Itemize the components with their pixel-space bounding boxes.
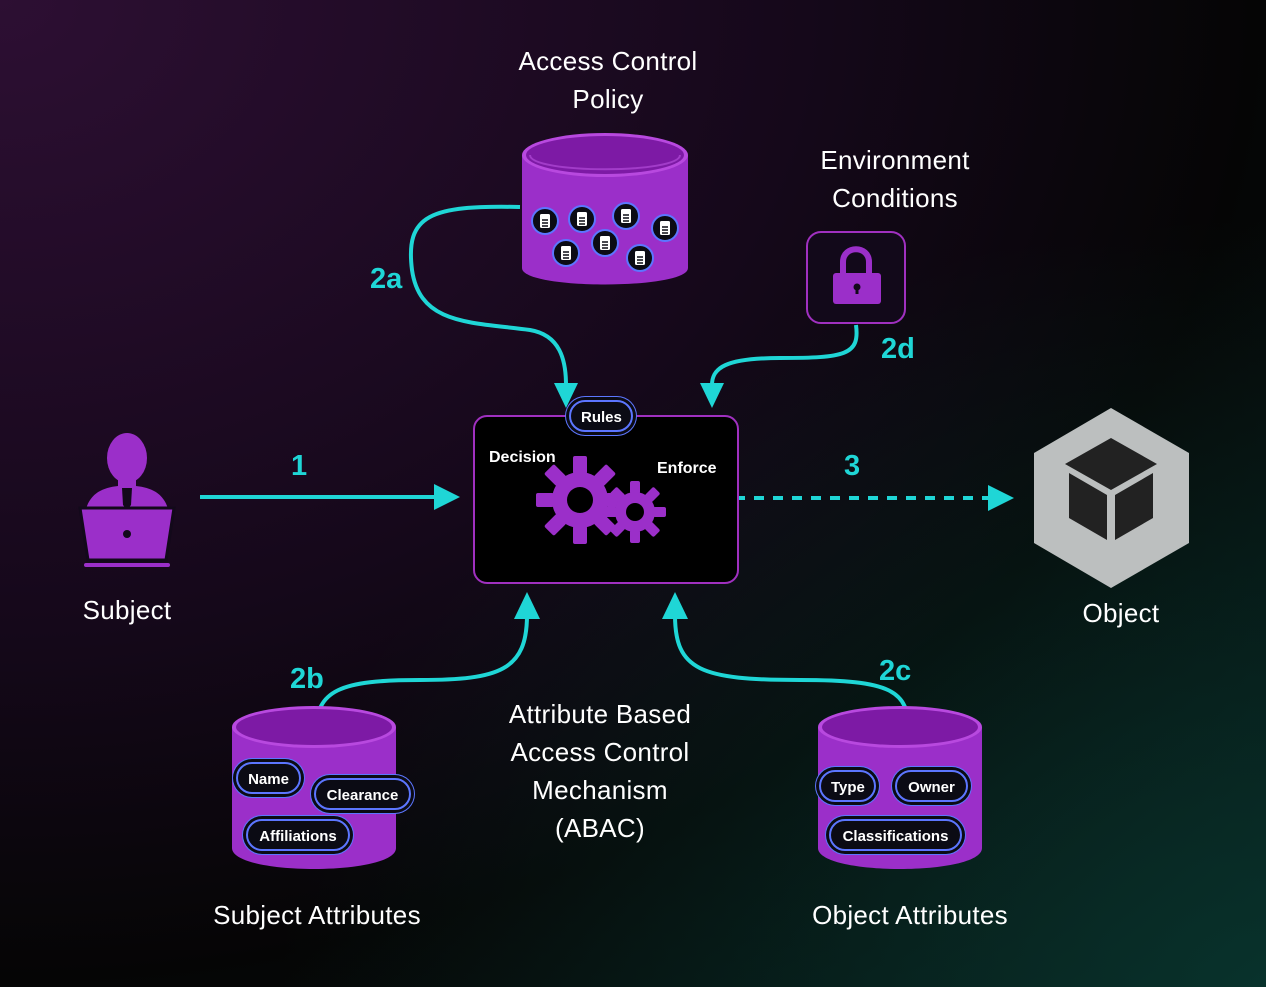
subject-attributes-label: Subject Attributes bbox=[213, 900, 421, 930]
step-2c: 2c bbox=[879, 655, 912, 687]
step-2d: 2d bbox=[881, 333, 915, 365]
enforce-label: Enforce bbox=[657, 460, 717, 477]
environment-title: Environment Conditions bbox=[745, 141, 1045, 217]
arrow-1 bbox=[200, 484, 460, 510]
arrow-2c bbox=[662, 592, 911, 733]
mechanism-title-line3: Mechanism bbox=[532, 775, 668, 805]
arrow-2b bbox=[314, 592, 540, 733]
environment-title-line2: Conditions bbox=[832, 183, 958, 213]
policy-title-line2: Policy bbox=[572, 84, 644, 114]
cube-icon bbox=[1034, 408, 1189, 588]
document-icon bbox=[531, 202, 679, 272]
attribute-pill-name: Name bbox=[236, 762, 301, 794]
policy-title: Access Control Policy bbox=[458, 42, 758, 118]
subject-label: Subject bbox=[82, 595, 172, 625]
mechanism-title-line2: Access Control bbox=[510, 737, 690, 767]
attribute-pill-affiliations: Affiliations bbox=[246, 819, 350, 851]
object-label: Object bbox=[1082, 598, 1160, 628]
attribute-pill-type: Type bbox=[819, 770, 876, 802]
decision-label: Decision bbox=[489, 449, 556, 466]
arrow-2d bbox=[700, 324, 859, 408]
user-laptop-icon bbox=[78, 433, 176, 567]
mechanism-title: Attribute Based Access Control Mechanism… bbox=[450, 695, 750, 847]
step-3: 3 bbox=[844, 450, 861, 482]
attribute-pill-clearance: Clearance bbox=[314, 778, 411, 810]
gears-icon bbox=[536, 456, 666, 544]
step-1: 1 bbox=[291, 450, 308, 482]
step-2a: 2a bbox=[370, 263, 403, 295]
object-attributes-label: Object Attributes bbox=[812, 900, 1008, 930]
lock-icon bbox=[806, 231, 906, 324]
mechanism-title-line1: Attribute Based bbox=[508, 699, 692, 729]
attribute-pill-owner: Owner bbox=[895, 770, 968, 802]
arrow-3 bbox=[697, 485, 1014, 511]
environment-title-line1: Environment bbox=[820, 145, 970, 175]
policy-title-line1: Access Control bbox=[518, 46, 698, 76]
rules-pill: Rules bbox=[569, 400, 633, 432]
step-2b: 2b bbox=[290, 663, 324, 695]
attribute-pill-classifications: Classifications bbox=[829, 819, 962, 851]
arrow-2a bbox=[409, 204, 578, 408]
mechanism-title-line4: (ABAC) bbox=[555, 813, 645, 843]
